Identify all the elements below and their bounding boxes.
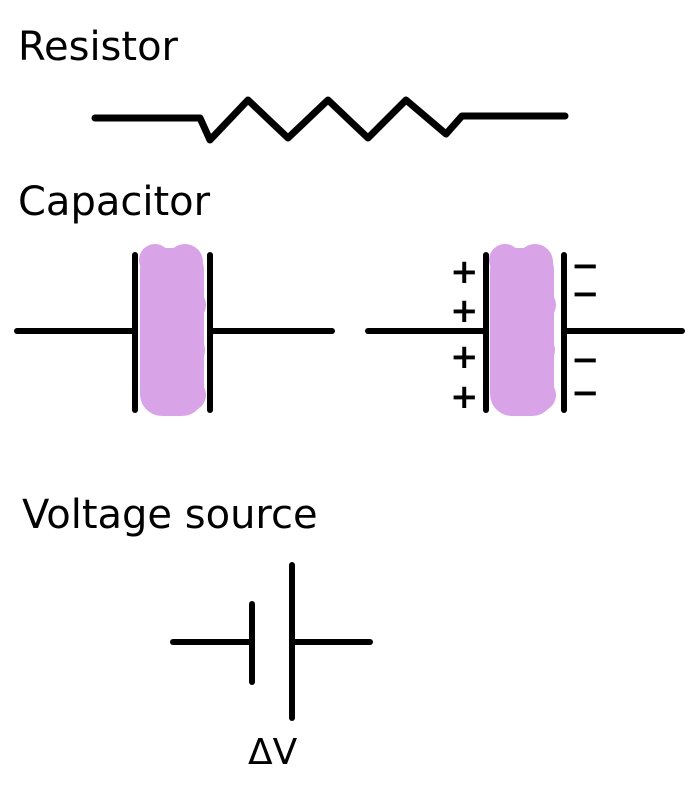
plus-sign: + [450, 252, 479, 292]
dielectric-fill [139, 244, 206, 416]
plus-sign: + [450, 377, 479, 417]
capacitor-symbol-plain [14, 244, 335, 416]
minus-sign: − [571, 373, 600, 413]
dielectric-fill [489, 244, 556, 416]
resistor-symbol [91, 96, 569, 144]
voltage-source-symbol [170, 562, 373, 721]
capacitor-heading: Capacitor [18, 179, 211, 225]
voltage-source-heading: Voltage source [22, 492, 318, 538]
minus-sign: − [571, 246, 600, 286]
capacitor-symbol-charged [365, 244, 685, 416]
delta-v-label: ΔV [248, 732, 298, 773]
minus-sign: − [571, 340, 600, 380]
plus-sign: + [450, 291, 479, 331]
plus-sign: + [450, 337, 479, 377]
minus-sign: − [571, 274, 600, 314]
resistor-heading: Resistor [18, 24, 179, 70]
